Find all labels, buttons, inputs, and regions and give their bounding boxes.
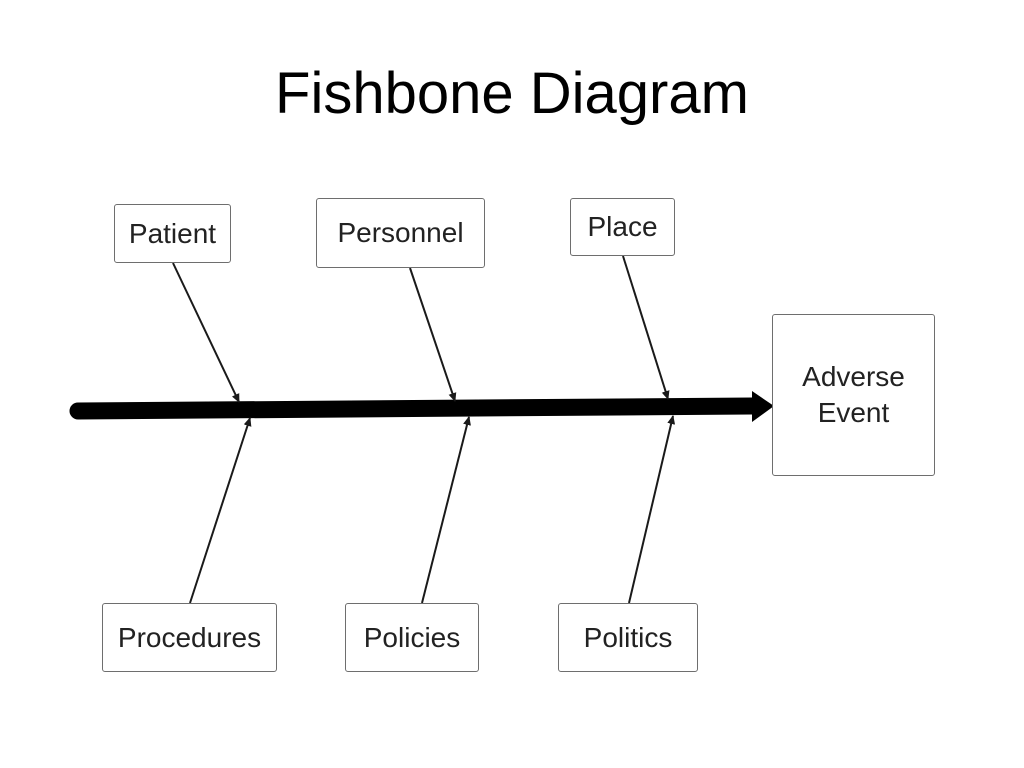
bone-personnel bbox=[409, 267, 457, 402]
bone-politics bbox=[628, 415, 676, 604]
cause-label-place: Place bbox=[587, 211, 658, 242]
cause-label-politics: Politics bbox=[583, 621, 673, 653]
cause-label-personnel: Personnel bbox=[337, 217, 464, 248]
cause-box-politics: Politics bbox=[558, 603, 698, 672]
bone-patient bbox=[172, 262, 240, 403]
bone-procedures bbox=[189, 417, 252, 604]
cause-label-policies: Policies bbox=[363, 621, 461, 653]
spine-arrowhead bbox=[752, 391, 774, 422]
cause-box-policies: Policies bbox=[345, 603, 479, 672]
bone-policies bbox=[421, 416, 471, 604]
cause-box-patient: Patient bbox=[114, 204, 231, 263]
effect-label-line1: Adverse bbox=[802, 361, 905, 392]
cause-box-place: Place bbox=[570, 198, 675, 256]
page-title: Fishbone Diagram bbox=[275, 61, 749, 126]
cause-box-procedures: Procedures bbox=[102, 603, 277, 672]
bone-place bbox=[622, 255, 670, 400]
effect-label-line2: Event bbox=[817, 397, 890, 428]
cause-label-procedures: Procedures bbox=[117, 621, 262, 653]
cause-label-patient: Patient bbox=[128, 217, 217, 249]
cause-box-personnel: Personnel bbox=[316, 198, 485, 268]
effect-box: Adverse Event bbox=[772, 314, 935, 476]
spine-line bbox=[69, 397, 761, 420]
